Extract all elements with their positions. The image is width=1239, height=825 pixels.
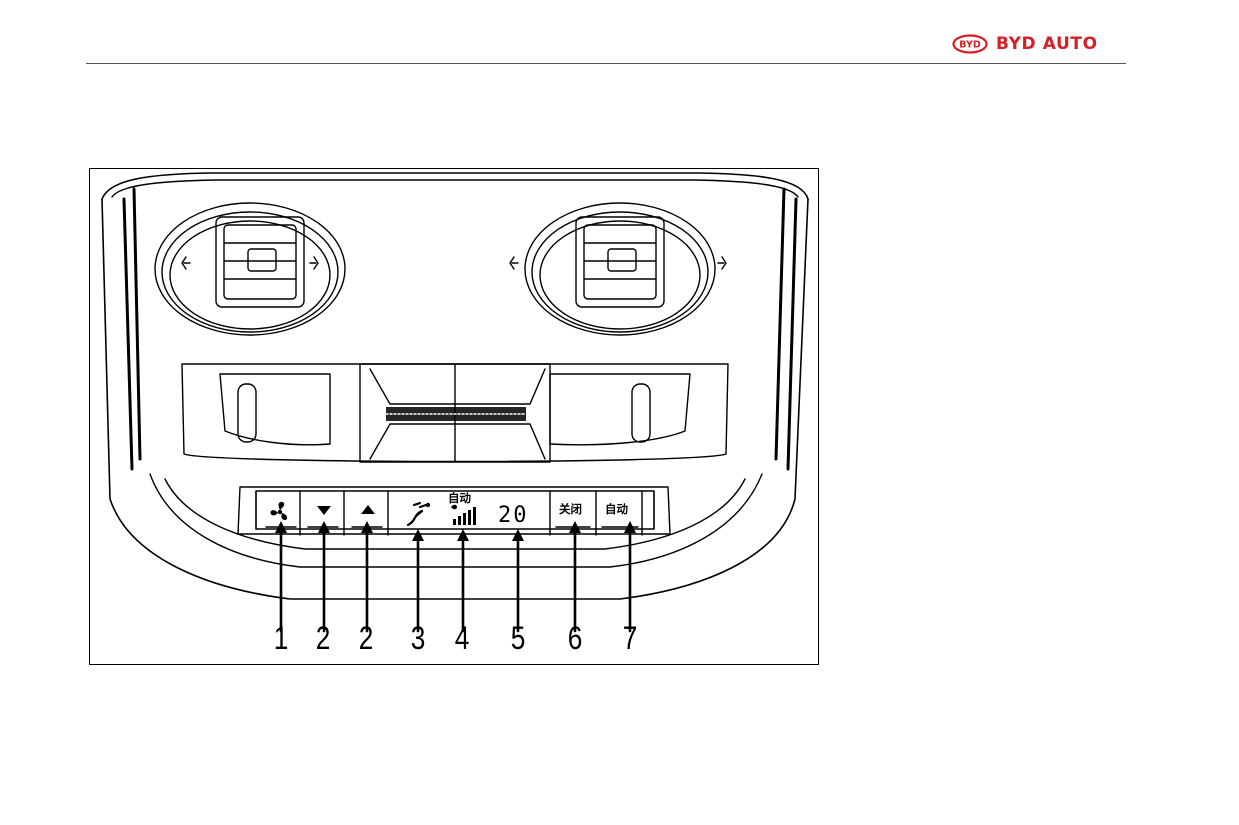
- brand-name: BYD AUTO: [996, 34, 1098, 54]
- callout-label: 7: [622, 620, 638, 656]
- ceiling-console-drawing: [101, 172, 809, 633]
- callout-label: 4: [454, 620, 470, 656]
- callout-label: 3: [410, 620, 426, 656]
- byd-logo-icon: BYD: [952, 34, 988, 54]
- triangle-up-icon: [361, 505, 375, 514]
- lower-vent-bar: [181, 363, 729, 463]
- header-divider: [86, 63, 1126, 64]
- display-auto-label: 自动: [448, 491, 471, 505]
- rear-ac-panel-figure: 自动 20 关闭 自动: [89, 168, 819, 665]
- auto-button[interactable]: 自动: [605, 502, 628, 516]
- callout-arrows: [275, 521, 636, 633]
- temperature-display: 20: [498, 503, 529, 528]
- callout-label: 6: [567, 620, 583, 656]
- brand: BYD BYD AUTO: [952, 33, 1098, 55]
- triangle-down-icon: [317, 506, 331, 515]
- byd-logo-text: BYD: [959, 40, 981, 51]
- right-air-vent: [509, 202, 727, 336]
- left-air-vent: [154, 202, 346, 336]
- callout-label: 2: [358, 620, 374, 656]
- callout-label: 2: [315, 620, 331, 656]
- off-button[interactable]: 关闭: [559, 502, 582, 516]
- callout-label: 5: [510, 620, 526, 656]
- airflow-mode-icon: [406, 501, 431, 527]
- fan-icon: [270, 501, 288, 521]
- fan-level-bars-icon: [451, 504, 476, 525]
- callout-label: 1: [273, 620, 289, 656]
